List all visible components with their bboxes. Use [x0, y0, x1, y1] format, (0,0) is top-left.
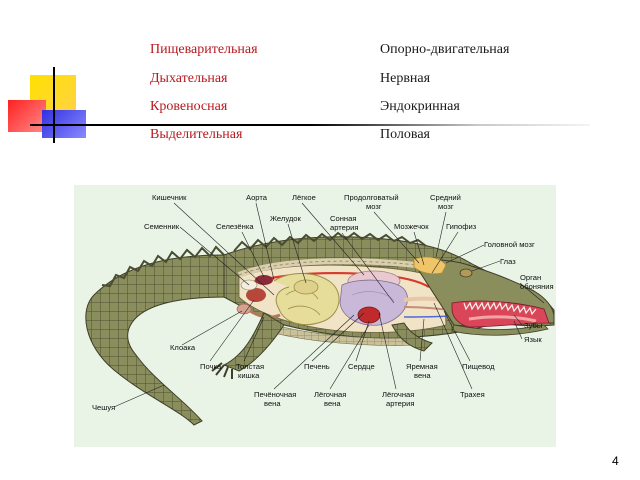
label-organ-line1: Орган — [520, 273, 541, 282]
label-kishechnik: Кишечник — [152, 193, 187, 202]
label-golovnoy: Головной мозг — [484, 240, 535, 249]
label-hepatic-line1: Печёночная — [254, 390, 296, 399]
label-jugular-line1: Яремная — [406, 362, 438, 371]
label-mozzhechok: Мозжечок — [394, 222, 429, 231]
label-pulm-artery-line1: Лёгочная — [382, 390, 414, 399]
red-square — [8, 100, 46, 132]
tail-ridge — [101, 245, 225, 288]
label-semennik: Семенник — [144, 222, 180, 231]
label-pechen: Печень — [304, 362, 330, 371]
label-selezyonka: Селезёнка — [216, 222, 254, 231]
system-respiratory: Дыхательная — [150, 71, 228, 86]
vertical-rule — [53, 67, 55, 143]
label-pulm-vein-line2: вена — [324, 399, 341, 408]
label-aorta: Аорта — [246, 193, 268, 202]
system-circulatory: Кровеносная — [150, 99, 228, 114]
label-midbrain-line1: Средний — [430, 193, 461, 202]
front-leg — [391, 322, 433, 352]
label-cheshuya: Чешуя — [92, 403, 115, 412]
liver — [339, 279, 408, 326]
crocodile-diagram: Кишечник Аорта Лёгкое Продолговатый мозг… — [85, 193, 555, 426]
kidney — [246, 288, 266, 302]
label-colon-line1: Толстая — [236, 362, 264, 371]
label-pulm-artery-line2: артерия — [386, 399, 414, 408]
label-pochka: Почка — [200, 362, 222, 371]
leader-lines — [113, 202, 545, 408]
label-pulm-vein-line1: Лёгочная — [314, 390, 346, 399]
page-number: 4 — [612, 454, 619, 468]
crocodile-anatomy-figure: Кишечник Аорта Лёгкое Продолговатый мозг… — [74, 185, 556, 447]
label-organ-line2: обоняния — [520, 282, 554, 291]
system-musculoskeletal: Опорно-двигательная — [380, 42, 510, 57]
label-midbrain-line2: мозг — [438, 202, 454, 211]
spleen — [255, 275, 273, 285]
eye — [459, 268, 473, 278]
system-excretory: Выделительная — [150, 127, 243, 142]
label-lung-top: Лёгкое — [292, 193, 316, 202]
label-hepatic-line2: вена — [264, 399, 281, 408]
stomach — [293, 279, 319, 295]
label-colon-line2: кишка — [238, 371, 260, 380]
system-endocrine: Эндокринная — [380, 99, 460, 114]
label-glaz: Глаз — [500, 257, 516, 266]
brain — [413, 256, 447, 275]
hind-leg — [222, 312, 285, 372]
system-nervous: Нервная — [380, 71, 431, 86]
label-gipofiz: Гипофиз — [446, 222, 477, 231]
lower-jaw — [451, 324, 549, 336]
system-digestive: Пищеварительная — [150, 42, 258, 57]
hind-foot — [211, 362, 233, 379]
intestine — [273, 273, 340, 325]
label-zuby: Зубы — [524, 321, 542, 330]
label-yazyk: Язык — [524, 335, 542, 344]
heart — [357, 306, 381, 324]
label-jugular-line2: вена — [414, 371, 431, 380]
label-trakheya: Трахея — [460, 390, 485, 399]
label-medulla-line1: Продолговатый — [344, 193, 399, 202]
label-carotid-line2: артерия — [330, 223, 358, 232]
label-pishchevod: Пищевод — [462, 362, 495, 371]
system-reproductive: Половая — [380, 127, 430, 142]
label-serdce: Сердце — [348, 362, 375, 371]
tail — [85, 254, 235, 426]
upper-teeth — [463, 301, 537, 316]
label-kloaka: Клоака — [170, 343, 196, 352]
label-zheludok: Желудок — [270, 214, 302, 223]
label-medulla-line2: мозг — [366, 202, 382, 211]
label-carotid-line1: Сонная — [330, 214, 356, 223]
tongue — [468, 315, 537, 323]
horizontal-rule — [30, 124, 590, 126]
